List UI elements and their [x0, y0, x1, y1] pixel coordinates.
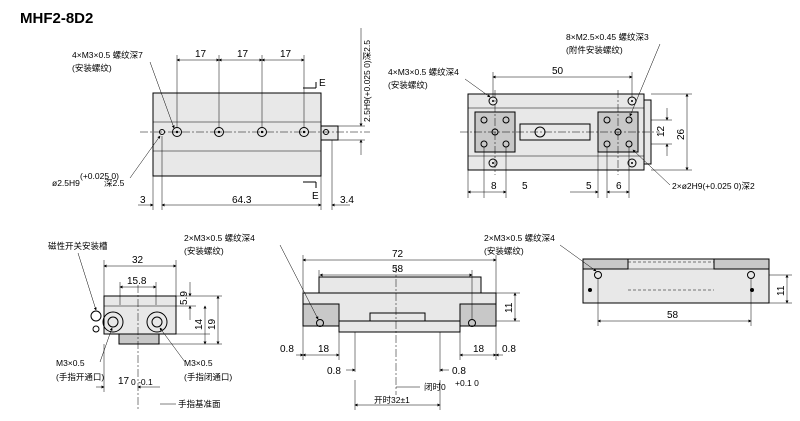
bm-dim-11: 11 [504, 302, 515, 313]
dim-58: 58 [392, 264, 404, 275]
dim-17b: 17 [237, 49, 249, 60]
bm-top-rail [318, 276, 482, 294]
bottom-left-view: 磁性开关安装槽 32 15.8 5.9 14 19 M3×0.5 (手指开通口)… [48, 241, 232, 410]
section-e-top: E [319, 78, 326, 89]
tl-tap-sub: (安装螺纹) [72, 63, 112, 73]
tr-pin-note: 2×ø2H9(+0.025 0)深2 [672, 181, 755, 191]
dim-0-8a: 0.8 [280, 344, 294, 355]
dim-12: 12 [656, 125, 667, 137]
br-tap-note: 2×M3×0.5 螺纹深4 [484, 233, 555, 243]
tl-tap-note: 4×M3×0.5 螺纹深7 [72, 50, 143, 60]
dim-50: 50 [552, 66, 564, 77]
dim-17a: 17 [195, 49, 207, 60]
port-close: M3×0.5 [184, 358, 213, 368]
br-tap-sub: (安装螺纹) [484, 246, 524, 256]
tl-pin-note: ø2.5H9 [52, 178, 80, 188]
bottom-right-view: 2×M3×0.5 螺纹深4 (安装螺纹) 11 58 [484, 233, 792, 326]
bottom-mid-view: 2×M3×0.5 螺纹深4 (安装螺纹) 72 58 11 0.8 18 18 … [184, 233, 520, 410]
dim-17c: 17 [280, 49, 292, 60]
drawing-title: MHF2-8D2 [20, 10, 93, 27]
dim-5b: 5 [586, 181, 592, 192]
bm-tap-note: 2×M3×0.5 螺纹深4 [184, 233, 255, 243]
port-open-sub: (手指开通口) [56, 372, 104, 382]
dim-15-8: 15.8 [127, 276, 147, 287]
datum-note: 手指基准面 [178, 399, 221, 409]
dim-14: 14 [194, 318, 205, 330]
dim-3-4: 3.4 [340, 195, 354, 206]
dim-17: 17 [118, 376, 130, 387]
section-e-bottom: E [312, 191, 319, 202]
dim-18b: 18 [473, 344, 485, 355]
tl-vert-note: 2.5H9(+0.025 0)深2.5 [362, 40, 372, 122]
top-left-holes [159, 127, 329, 137]
tr-tap-sub: (安装螺纹) [388, 80, 428, 90]
bm-tap-sub: (安装螺纹) [184, 246, 224, 256]
tr-tap-note: 4×M3×0.5 螺纹深4 [388, 67, 459, 77]
dim-18a: 18 [318, 344, 330, 355]
dim-3: 3 [140, 195, 146, 206]
closed-note: 闭时0 [424, 382, 446, 392]
dim-26: 26 [676, 128, 687, 140]
port-open: M3×0.5 [56, 358, 85, 368]
dim-0-8d: 0.8 [452, 366, 466, 377]
open-note: 开时32±1 [374, 395, 410, 405]
dim-5a: 5 [522, 181, 528, 192]
port-close-sub: (手指闭通口) [184, 372, 232, 382]
dim-6: 6 [616, 181, 622, 192]
dim-32: 32 [132, 255, 144, 266]
br-dim-11: 11 [776, 285, 787, 296]
tl-pin-depth: 深2.5 [104, 178, 125, 188]
dim-5-9: 5.9 [179, 291, 190, 305]
dim-0-8c: 0.8 [327, 366, 341, 377]
closed-tol: +0.1 0 [455, 378, 479, 388]
top-left-view: 17 17 17 4×M3×0.5 螺纹深7 (安装螺纹) ø2.5H9 (+0… [52, 28, 372, 210]
tr-finger-sub: (附件安装螺纹) [566, 45, 623, 55]
tr-finger-note: 8×M2.5×0.45 螺纹深3 [566, 32, 649, 42]
top-right-view: 4×M3×0.5 螺纹深4 (安装螺纹) 8×M2.5×0.45 螺纹深3 (附… [388, 32, 755, 198]
br-dim-58: 58 [667, 310, 679, 321]
dim-8: 8 [491, 181, 497, 192]
dim-72: 72 [392, 249, 404, 260]
dim-19: 19 [207, 318, 218, 330]
dim-17-tol: 0 -0.1 [131, 377, 153, 387]
dim-0-8b: 0.8 [502, 344, 516, 355]
top-left-body [152, 92, 322, 177]
switch-note: 磁性开关安装槽 [48, 241, 108, 251]
dim-64-3: 64.3 [232, 195, 252, 206]
tl-pin-tol: (+0.025 0) [80, 171, 119, 181]
